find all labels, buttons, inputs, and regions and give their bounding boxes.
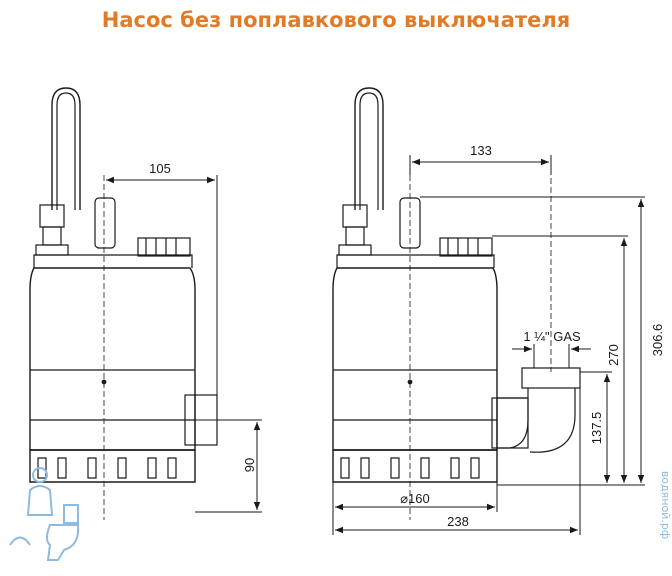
dim-outlet-offset-133: 133 bbox=[470, 143, 492, 158]
pump-left-view bbox=[29, 87, 218, 520]
watermark-text: водяной.рф bbox=[659, 471, 672, 539]
dim-outlet-top-270: 270 bbox=[606, 344, 621, 366]
dim-outlet-center-137-5: 137.5 bbox=[589, 412, 604, 445]
dim-outlet-height-90: 90 bbox=[242, 458, 257, 472]
dim-width-105: 105 bbox=[149, 161, 171, 176]
dim-total-height-306-6: 306.6 bbox=[650, 324, 665, 357]
dim-diameter-160: ⌀160 bbox=[400, 491, 430, 506]
dim-total-width-238: 238 bbox=[447, 514, 469, 529]
pump-right-view bbox=[332, 87, 581, 520]
page-title: Насос без поплавкового выключателя bbox=[101, 8, 571, 32]
plumber-toilet-logo-icon bbox=[9, 467, 80, 561]
left-dimensions bbox=[106, 175, 262, 513]
right-dimensions bbox=[332, 155, 645, 535]
thread-label: 1 ¼" GAS bbox=[523, 329, 581, 344]
